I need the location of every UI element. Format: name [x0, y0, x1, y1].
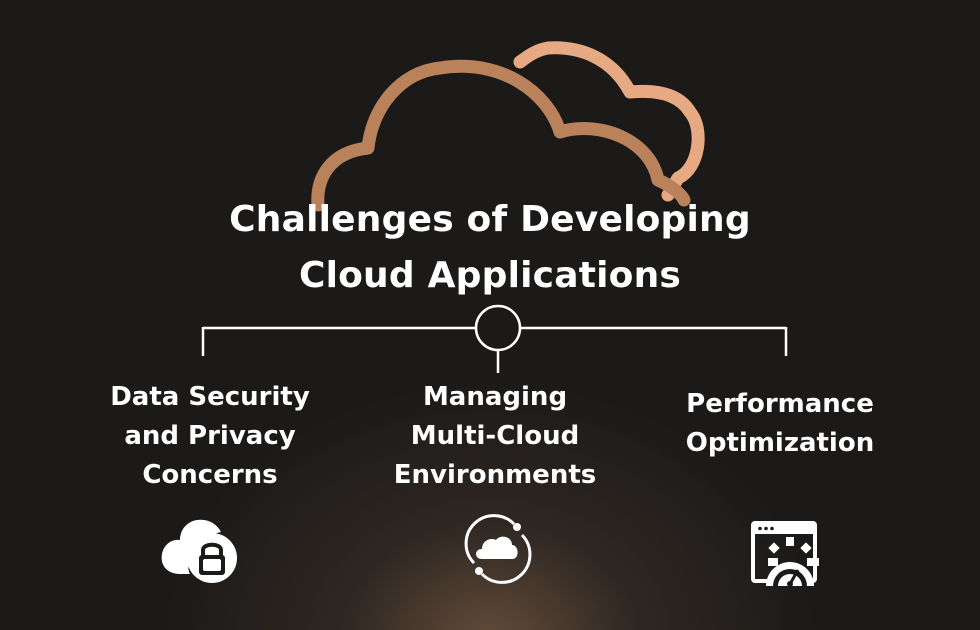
back-cloud-outline	[513, 41, 705, 202]
branch-1-line-2: and Privacy	[124, 421, 296, 451]
branch-3-line-2: Optimization	[685, 428, 875, 458]
branch-2-line-2: Multi-Cloud	[410, 421, 580, 451]
branch-performance: Performance Optimization	[640, 385, 920, 463]
branch-connector	[201, 304, 788, 373]
connector-hub-circle	[474, 304, 522, 352]
diagram-title: Challenges of Developing Cloud Applicati…	[140, 192, 840, 304]
browser-speedometer-icon	[751, 521, 819, 587]
branch-1-line-3: Concerns	[142, 460, 278, 490]
branch-2-line-3: Environments	[393, 460, 597, 490]
branch-1-line-1: Data Security	[110, 382, 310, 412]
cloud-sync-icon	[464, 514, 532, 584]
title-line-2: Cloud Applications	[298, 255, 682, 296]
front-cloud-outline	[311, 59, 691, 212]
branch-multi-cloud: Managing Multi-Cloud Environments	[355, 378, 635, 495]
branch-data-security: Data Security and Privacy Concerns	[70, 378, 350, 495]
branch-2-line-1: Managing	[422, 382, 568, 412]
cloud-lock-icon	[161, 519, 237, 583]
branch-3-line-1: Performance	[686, 389, 874, 419]
title-line-1: Challenges of Developing	[229, 199, 751, 240]
